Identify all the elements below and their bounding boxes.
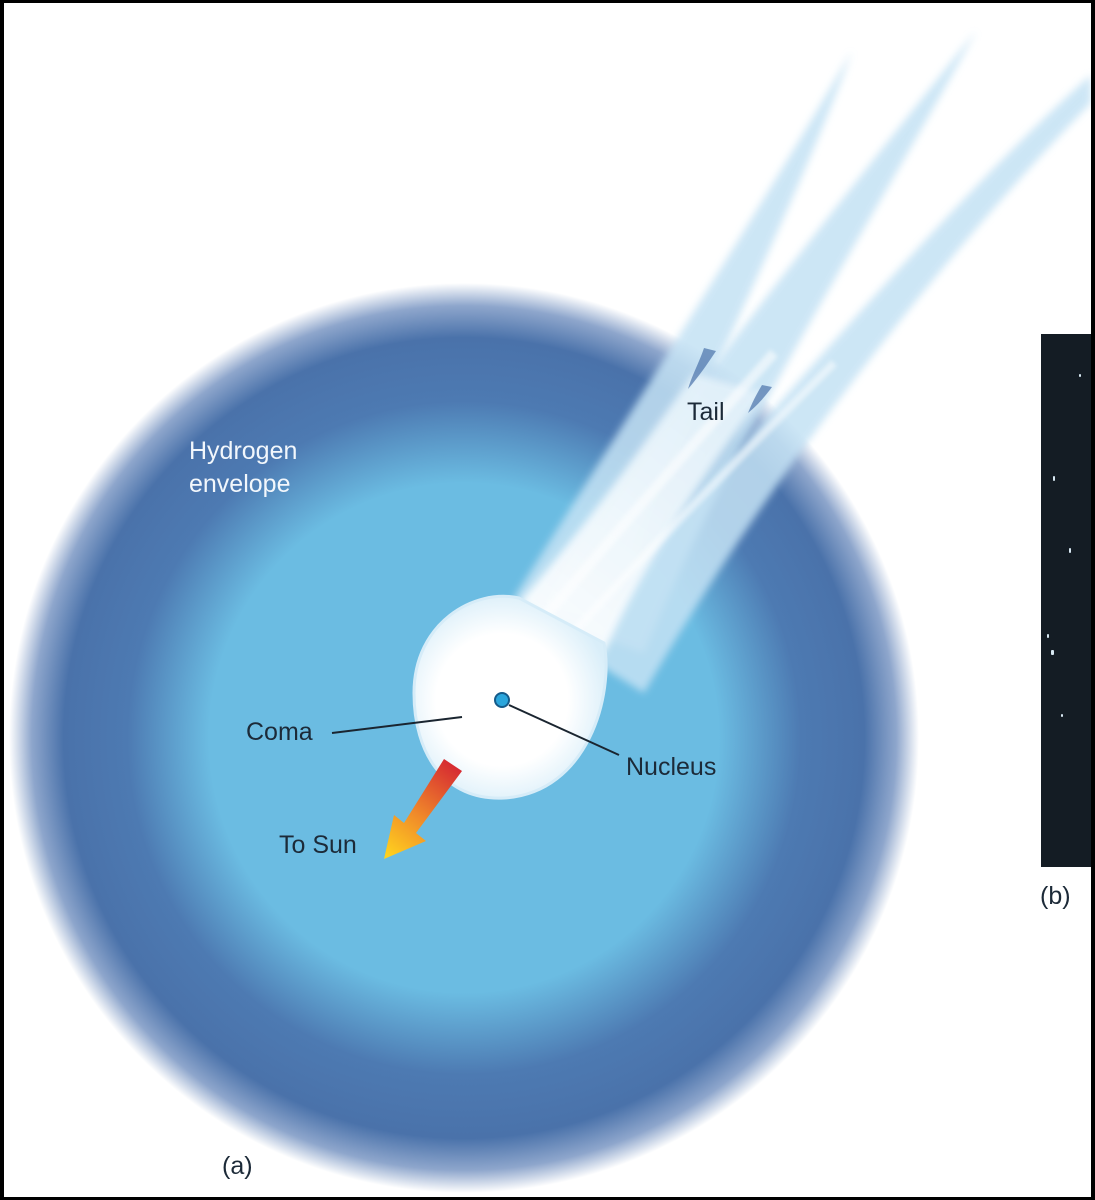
comet-tail (512, 31, 1091, 693)
to-sun-arrow (384, 759, 462, 859)
star (1061, 714, 1063, 717)
comet-diagram (9, 31, 1091, 1193)
hydrogen-envelope-label-line2: envelope (189, 470, 291, 498)
nucleus-dot (494, 692, 510, 708)
star (1047, 634, 1049, 638)
coma-leader-line (331, 716, 463, 734)
star (1079, 374, 1081, 377)
nucleus-label: Nucleus (626, 753, 717, 781)
star (1053, 476, 1055, 481)
coma-label: Coma (246, 718, 313, 746)
hydrogen-envelope-label-line1: Hydrogen (189, 437, 298, 465)
panel-b-label: (b) (1040, 882, 1071, 910)
star (1069, 548, 1071, 553)
figure-canvas: Hydrogen envelope Tail Coma Nucleus To S… (4, 3, 1091, 1197)
star (1051, 650, 1054, 655)
tail-label: Tail (687, 398, 725, 426)
panel-a-label: (a) (222, 1152, 253, 1180)
comet-photograph: L (1041, 334, 1091, 867)
to-sun-label: To Sun (279, 831, 357, 859)
nucleus-leader-line (508, 704, 620, 756)
